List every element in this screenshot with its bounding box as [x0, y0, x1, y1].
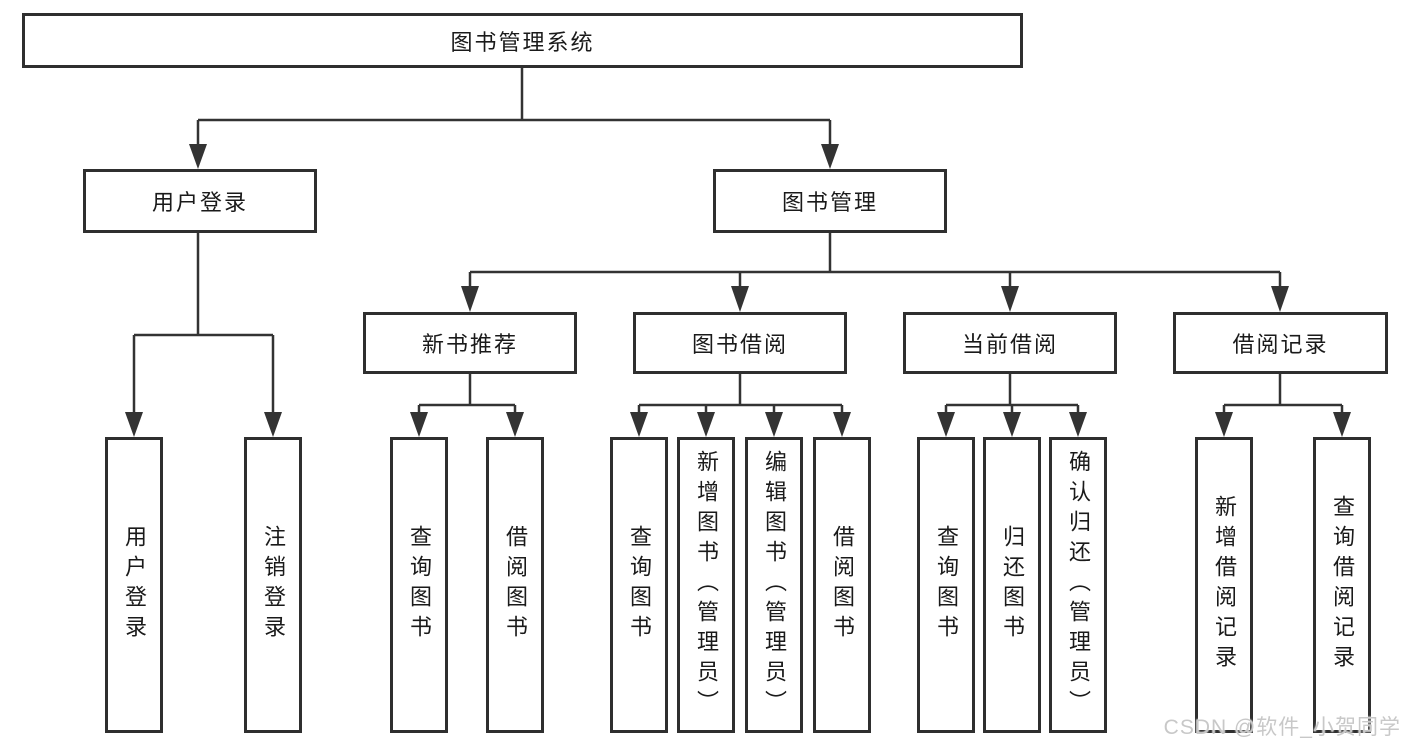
- leaf-confirm-return-admin: 确认归还（管理员）: [1049, 437, 1107, 733]
- leaf-return-books: 归还图书: [983, 437, 1041, 733]
- leaf-borrow-books-recommend-label: 借阅图书: [503, 525, 528, 645]
- leaf-borrow-books-recommend: 借阅图书: [486, 437, 544, 733]
- node-new-book-recommend: 新书推荐: [363, 312, 577, 374]
- node-book-management-label: 图书管理: [781, 190, 878, 215]
- leaf-confirm-return-admin-label: 确认归还（管理员）: [1066, 450, 1091, 720]
- arrow-down-icon: [506, 412, 524, 437]
- leaf-query-books-recommend-label: 查询图书: [407, 525, 432, 645]
- leaf-user-login-label: 用户登录: [122, 525, 147, 645]
- arrow-down-icon: [1271, 286, 1289, 312]
- leaf-add-borrow-record: 新增借阅记录: [1195, 437, 1253, 733]
- branch-user-login: [125, 233, 282, 437]
- leaf-query-books-current-label: 查询图书: [934, 525, 959, 645]
- node-root-system: 图书管理系统: [22, 13, 1023, 68]
- arrow-down-icon: [731, 286, 749, 312]
- arrow-down-icon: [765, 412, 783, 437]
- leaf-edit-books-admin: 编辑图书（管理员）: [745, 437, 803, 733]
- leaf-query-books-recommend: 查询图书: [390, 437, 448, 733]
- arrow-down-icon: [264, 412, 282, 437]
- arrow-down-icon: [630, 412, 648, 437]
- leaf-borrow-books-label: 借阅图书: [830, 525, 855, 645]
- arrow-down-icon: [410, 412, 428, 437]
- leaf-return-books-label: 归还图书: [1000, 525, 1025, 645]
- branch-new-book: [410, 374, 524, 437]
- leaf-logout-label: 注销登录: [261, 525, 286, 645]
- leaf-user-login: 用户登录: [105, 437, 163, 733]
- leaf-add-books-admin-label: 新增图书（管理员）: [694, 450, 719, 720]
- arrow-down-icon: [1003, 412, 1021, 437]
- leaf-add-borrow-record-label: 新增借阅记录: [1212, 495, 1237, 675]
- node-user-login: 用户登录: [83, 169, 317, 233]
- leaf-query-books-current: 查询图书: [917, 437, 975, 733]
- arrow-down-icon: [1001, 286, 1019, 312]
- leaf-logout: 注销登录: [244, 437, 302, 733]
- arrow-down-icon: [1333, 412, 1351, 437]
- leaf-query-books-borrow: 查询图书: [610, 437, 668, 733]
- arrow-down-icon: [697, 412, 715, 437]
- leaf-query-borrow-record: 查询借阅记录: [1313, 437, 1371, 733]
- arrow-down-icon: [937, 412, 955, 437]
- node-current-borrow-label: 当前借阅: [961, 332, 1058, 357]
- node-user-login-label: 用户登录: [151, 190, 248, 215]
- arrow-down-icon: [1069, 412, 1087, 437]
- node-borrow-records: 借阅记录: [1173, 312, 1388, 374]
- arrow-down-icon: [125, 412, 143, 437]
- branch-book-borrow: [630, 374, 851, 437]
- csdn-watermark: CSDN @软件_小贺同学: [1163, 716, 1401, 739]
- arrow-down-icon: [833, 412, 851, 437]
- arrow-down-icon: [821, 144, 839, 169]
- node-book-borrow: 图书借阅: [633, 312, 847, 374]
- node-book-management: 图书管理: [713, 169, 947, 233]
- leaf-borrow-books: 借阅图书: [813, 437, 871, 733]
- branch-book-management: [461, 233, 1289, 312]
- node-root-label: 图书管理系统: [450, 29, 595, 55]
- leaf-query-books-borrow-label: 查询图书: [627, 525, 652, 645]
- arrow-down-icon: [1215, 412, 1233, 437]
- node-book-borrow-label: 图书借阅: [691, 332, 788, 357]
- branch-root: [189, 68, 839, 169]
- leaf-add-books-admin: 新增图书（管理员）: [677, 437, 735, 733]
- node-borrow-records-label: 借阅记录: [1232, 332, 1329, 357]
- arrow-down-icon: [461, 286, 479, 312]
- branch-current-borrow: [937, 374, 1087, 437]
- arrow-down-icon: [189, 144, 207, 169]
- node-current-borrow: 当前借阅: [903, 312, 1117, 374]
- node-new-book-recommend-label: 新书推荐: [421, 332, 518, 357]
- branch-borrow-record: [1215, 374, 1351, 437]
- leaf-query-borrow-record-label: 查询借阅记录: [1330, 495, 1355, 675]
- leaf-edit-books-admin-label: 编辑图书（管理员）: [762, 450, 787, 720]
